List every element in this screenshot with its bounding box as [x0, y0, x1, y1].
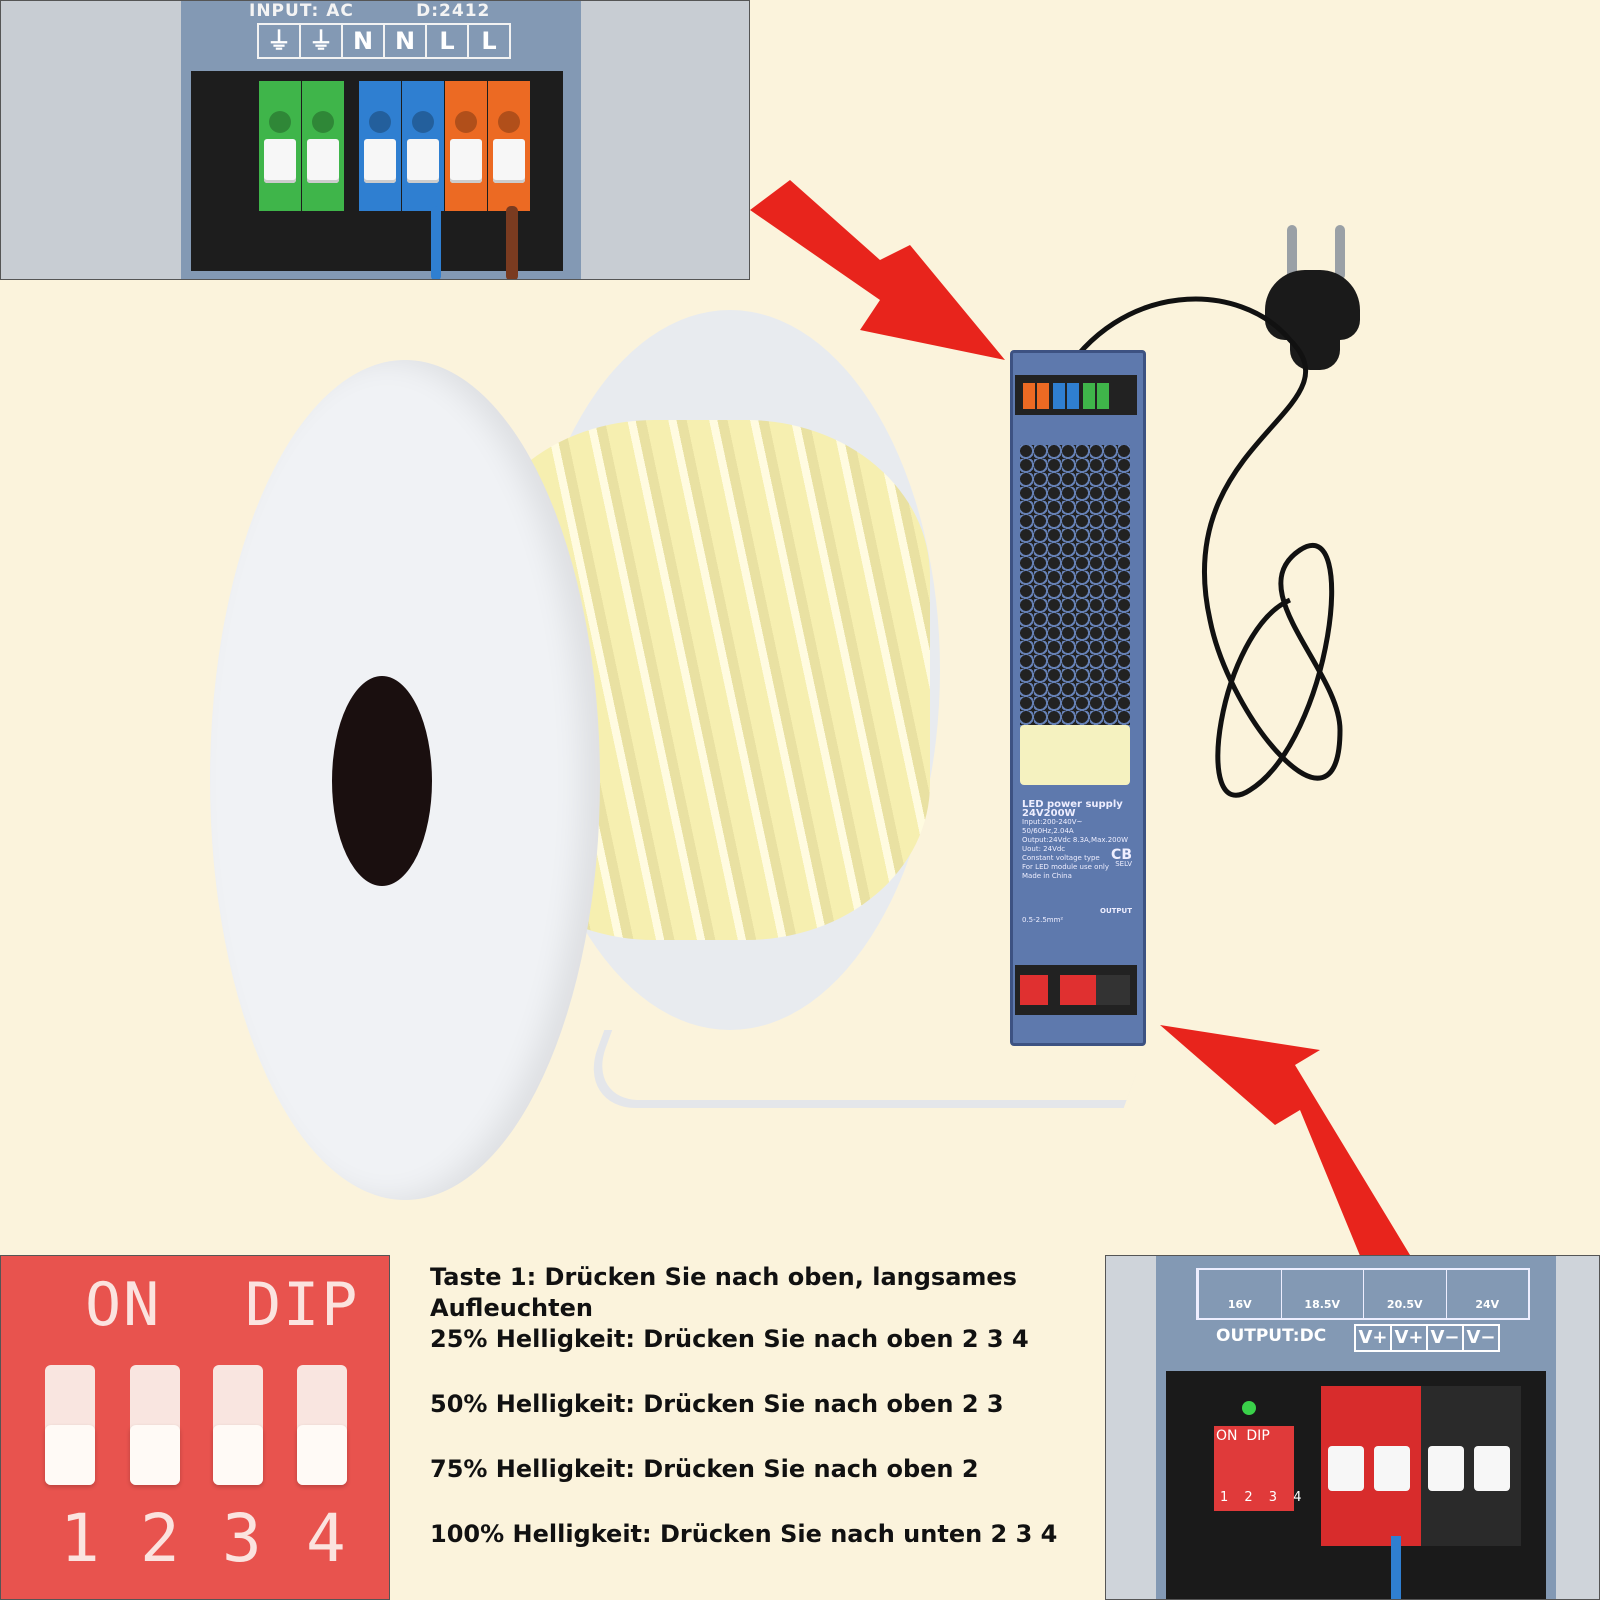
model-label: D:2412	[416, 1, 491, 21]
output-dip-label: ON DIP	[1216, 1428, 1270, 1444]
arrow-to-output	[1160, 1025, 1410, 1280]
arrow-to-input	[750, 180, 1005, 360]
output-dc-label: OUTPUT:DC	[1216, 1326, 1327, 1346]
output-terminal-inset: 16V 18.5V 20.5V 24V OUTPUT:DC V+ V+ V− V…	[1105, 1255, 1600, 1600]
dip-switch-1[interactable]	[45, 1365, 95, 1485]
dip-switch-3[interactable]	[213, 1365, 263, 1485]
psu-output-label: OUTPUT	[1100, 907, 1132, 915]
selv-mark: SELV	[1115, 860, 1132, 868]
instruction-line: 50% Helligkeit: Drücken Sie nach oben 2 …	[430, 1390, 1004, 1418]
dip-switch-2[interactable]	[130, 1365, 180, 1485]
ground-terminal	[302, 81, 344, 211]
dip-number: 4	[306, 1500, 346, 1577]
neutral-terminal	[402, 81, 444, 211]
terminal-label: V+	[1390, 1324, 1428, 1352]
dip-number: 2	[140, 1500, 180, 1577]
instruction-line: 25% Helligkeit: Drücken Sie nach oben 2 …	[430, 1325, 1029, 1353]
plug-pin	[1335, 225, 1345, 280]
terminal-label: L	[467, 23, 511, 59]
psu-spec-line: Uout: 24Vdc	[1022, 845, 1066, 853]
dip-switch-4[interactable]	[297, 1365, 347, 1485]
psu-input-terminals	[1015, 375, 1137, 415]
input-terminal-inset: INPUT: AC D:2412 ⏚ ⏚ N N L L	[0, 0, 750, 280]
instruction-line: 100% Helligkeit: Drücken Sie nach unten …	[430, 1520, 1058, 1548]
voltage-option: 20.5V	[1363, 1270, 1446, 1318]
blue-wire	[431, 206, 441, 279]
terminal-label: V−	[1462, 1324, 1500, 1352]
ground-terminal	[259, 81, 301, 211]
power-cord	[1057, 296, 1343, 798]
output-terminal-labels: V+ V+ V− V−	[1354, 1324, 1500, 1352]
psu-wire-gauge: 0.5-2.5mm²	[1022, 916, 1064, 924]
psu-model: 24V200W	[1022, 808, 1076, 819]
neutral-terminal	[359, 81, 401, 211]
terminal-lever[interactable]	[1328, 1446, 1364, 1491]
psu-spec-line: Output:24Vdc 8.3A,Max.200W	[1022, 836, 1129, 844]
psu-spec-line: Made in China	[1022, 872, 1072, 880]
input-header: INPUT: AC D:2412	[249, 1, 490, 21]
psu-vent-lit	[1020, 725, 1130, 785]
terminal-label-row: ⏚ ⏚ N N L L	[257, 23, 511, 59]
blue-wire	[1391, 1536, 1401, 1599]
voltage-table: 16V 18.5V 20.5V 24V	[1196, 1268, 1530, 1320]
dip-number: 1	[60, 1500, 100, 1577]
live-terminal	[488, 81, 530, 211]
psu-dip-switch	[1020, 975, 1048, 1005]
status-led	[1242, 1401, 1256, 1415]
psu-spec-line: For LED module use only	[1022, 863, 1109, 871]
psu-positive-terminals	[1060, 975, 1096, 1005]
terminal-lever[interactable]	[1474, 1446, 1510, 1491]
psu-spec-label: LED power supply 24V200W Input:200-240V~…	[1022, 800, 1132, 925]
spool-center-hole	[332, 676, 432, 886]
terminal-lever[interactable]	[1428, 1446, 1464, 1491]
output-dip-switch[interactable]	[1214, 1426, 1294, 1511]
dip-on-label: ON	[85, 1270, 162, 1340]
plug-pin	[1287, 225, 1297, 280]
brightness-instructions: Taste 1: Drücken Sie nach oben, langsame…	[430, 1262, 1060, 1550]
voltage-option: 18.5V	[1280, 1270, 1364, 1318]
output-dip-numbers: 1 2 3 4	[1220, 1490, 1308, 1505]
instruction-line: Taste 1: Drücken Sie nach oben, langsame…	[430, 1263, 1017, 1322]
terminal-lever[interactable]	[1374, 1446, 1410, 1491]
terminal-label: V−	[1426, 1324, 1464, 1352]
live-terminal	[445, 81, 487, 211]
psu-title: LED power supply	[1022, 799, 1123, 810]
psu-vent-mesh	[1020, 445, 1130, 725]
input-ac-label: INPUT: AC	[249, 1, 354, 21]
cord-path	[1057, 296, 1343, 798]
cb-mark: CB	[1111, 847, 1132, 863]
dip-number: 3	[222, 1500, 262, 1577]
psu-spec-line: Constant voltage type	[1022, 854, 1100, 862]
psu-negative-terminals	[1096, 975, 1130, 1005]
dip-label: DIP	[245, 1270, 360, 1340]
terminal-label: V+	[1354, 1324, 1392, 1352]
instruction-line: 75% Helligkeit: Drücken Sie nach oben 2	[430, 1455, 979, 1483]
voltage-option: 16V	[1198, 1270, 1281, 1318]
voltage-option: 24V	[1445, 1270, 1529, 1318]
brown-wire	[506, 206, 518, 279]
psu-spec-line: Input:200-240V~ 50/60Hz,2.04A	[1022, 818, 1083, 835]
